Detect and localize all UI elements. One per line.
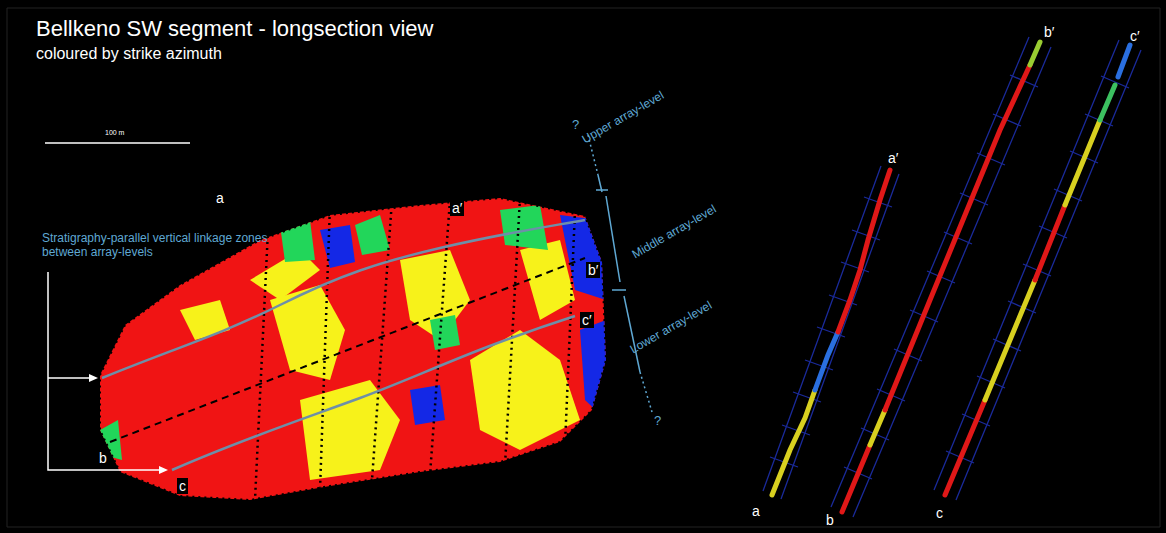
section-letter: b [97,450,109,466]
figure-title: Bellkeno SW segment - longsection view [36,16,433,41]
section-line-b [110,258,585,442]
scale-bar [45,142,190,144]
section-letter: a [752,503,760,519]
array-level-label: Middle array-level [630,203,719,262]
arrowhead [159,466,168,474]
section-letter: a′ [450,200,464,216]
section-letter: b [826,512,834,528]
profile-grid [763,37,1141,517]
section-letter: b′ [1044,24,1054,40]
array-level-label: Lower array-level [628,299,715,357]
subtitle: coloured by strike azimuth [36,45,222,63]
query-mark: ? [572,118,579,133]
array-level-label: Upper array-level [580,89,667,147]
callout-note: Stratigraphy-parallel vertical linkage z… [42,232,282,260]
section-letter: a′ [888,150,898,166]
section-line-c [172,316,575,470]
frame [7,8,1160,527]
callout-arrows [48,272,160,470]
section-letter: c′ [1130,28,1140,44]
section-letter: c′ [580,312,594,328]
profile-traces [772,42,1130,512]
section-letter: c [177,478,188,494]
section-letter: a [214,190,226,206]
section-letter: b′ [586,262,600,278]
scale-label: 100 m [105,129,124,137]
arrowhead [89,374,98,382]
section-letter: c [936,505,943,521]
query-mark: ? [654,414,661,429]
